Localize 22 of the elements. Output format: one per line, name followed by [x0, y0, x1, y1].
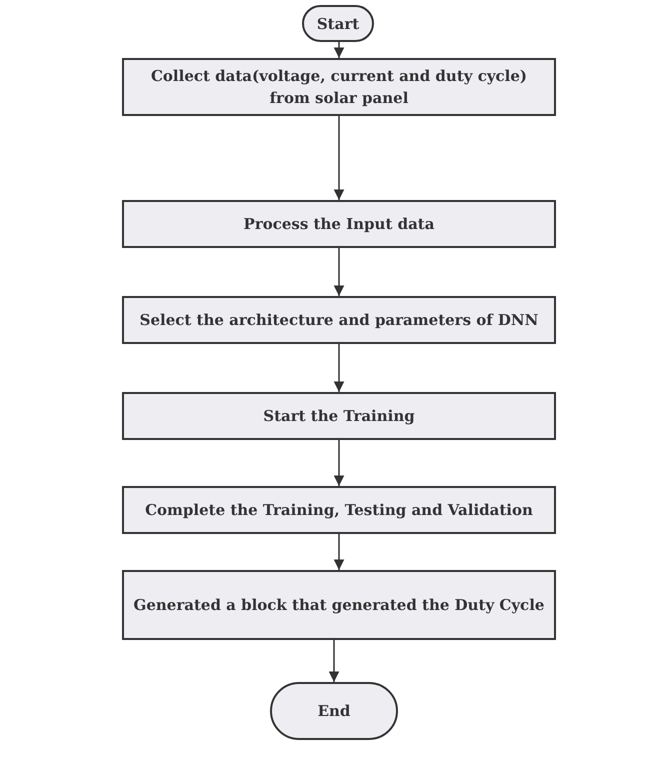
- arrow: [334, 116, 344, 200]
- node-text: Start the Training: [263, 406, 415, 427]
- process-box: [122, 58, 556, 116]
- arrow: [334, 534, 344, 570]
- node-text: Process the Input data: [244, 214, 434, 235]
- process-box: [122, 296, 556, 344]
- arrow: [334, 248, 344, 296]
- process-box: [122, 486, 556, 534]
- node-text: Start: [316, 14, 360, 34]
- arrow: [334, 42, 344, 58]
- arrow: [334, 344, 344, 392]
- node-text: Complete the Training, Testing and Validation: [145, 500, 533, 521]
- process-box: [122, 200, 556, 248]
- node-text: Collect data(voltage, current and duty cycle) from solar panel: [150, 66, 528, 109]
- terminal-pill: [302, 5, 374, 42]
- node-text: End: [318, 701, 350, 722]
- arrow: [328, 640, 340, 682]
- process-box: [122, 570, 556, 640]
- arrow: [334, 440, 344, 486]
- node-text: Select the architecture and parameters of DNN: [140, 310, 538, 331]
- node-text: Generated a block that generated the Duty Cycle: [134, 595, 544, 616]
- process-box: [122, 392, 556, 440]
